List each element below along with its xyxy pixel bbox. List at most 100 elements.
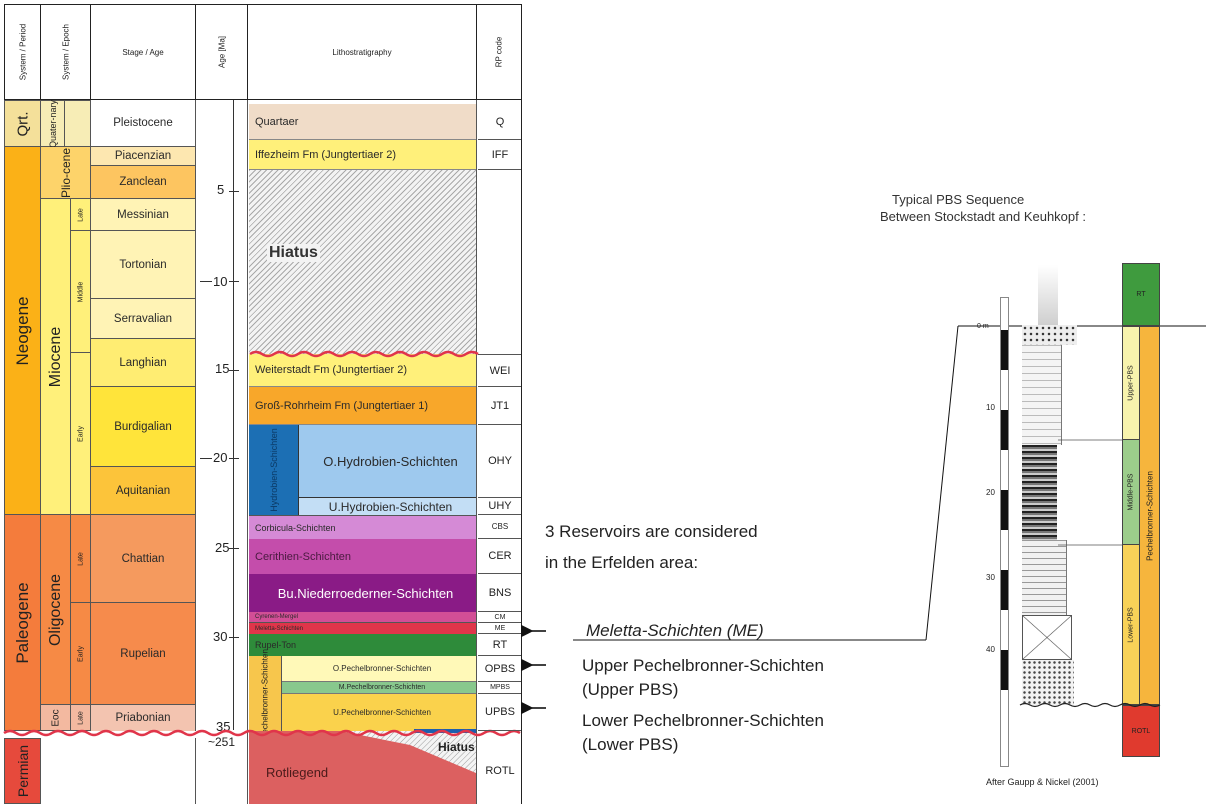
header-lithostratigraphy: Lithostratigraphy	[248, 4, 477, 100]
litho-quartaer-label: Quartaer	[255, 115, 299, 128]
litho-cerithien-label: Cerithien-Schichten	[255, 550, 351, 563]
log-title-line1: Typical PBS Sequence	[892, 192, 1025, 207]
stage-langhian: Langhian	[91, 339, 196, 387]
age-axis-line	[233, 100, 234, 730]
period-permian: Permian	[4, 738, 41, 804]
header-lithostratigraphy-label: Lithostratigraphy	[332, 47, 392, 57]
litho-hydrobien-group: Hydrobien-Schichten	[249, 425, 299, 515]
age-tick-5: 5	[217, 182, 225, 197]
code-mpbs: MPBS	[478, 682, 522, 694]
epoch-oligocene-label: Oligocene	[46, 573, 64, 646]
log-credit: After Gaupp & Nickel (2001)	[986, 777, 1099, 787]
header-system-period-label: System / Period	[18, 23, 27, 81]
log-col-lower-pbs-label: Lower-PBS	[1127, 606, 1135, 643]
code-wei-label: WEI	[489, 364, 511, 377]
log-col-pbs-label: Pechelbronner-Schichten	[1145, 470, 1154, 561]
header-age-label: Age [Ma]	[217, 35, 226, 69]
header-system-epoch-label: System / Epoch	[61, 23, 70, 81]
period-neogene: Neogene	[4, 147, 41, 515]
litho-quartaer: Quartaer	[249, 104, 476, 140]
period-qrt-label: Qrt.	[14, 111, 31, 136]
litho-bns-label: Bu.Niederroederner-Schichten	[277, 585, 454, 601]
miocene-early-label: Early	[77, 425, 84, 442]
litho-iffezheim-label: Iffezheim Fm (Jungtertiaer 2)	[255, 148, 397, 161]
miocene-late-label: Late	[77, 207, 84, 222]
stage-langhian-label: Langhian	[119, 356, 167, 369]
stage-piacenzian: Piacenzian	[91, 147, 196, 166]
header-age: Age [Ma]	[196, 4, 248, 100]
litho-upbs-label: U.Pechelbronner-Schichten	[333, 708, 431, 717]
litho-hydrobien-group-label: Hydrobien-Schichten	[268, 428, 279, 512]
code-me: ME	[478, 623, 522, 634]
epoch-eocene-label: Eoc	[50, 708, 61, 727]
litho-iffezheim: Iffezheim Fm (Jungtertiaer 2)	[249, 140, 476, 170]
code-jt1: JT1	[478, 387, 522, 425]
pbs-log-panel: Typical PBS Sequence Between Stockstadt …	[880, 185, 1200, 804]
log-col-pbs: Pechelbronner-Schichten	[1140, 326, 1160, 705]
reservoir-upper-pbs-line1: Upper Pechelbronner-Schichten	[582, 656, 824, 675]
log-depth-20: 20	[986, 488, 995, 497]
age-tick-mark-20b	[229, 458, 239, 459]
log-col-upper-pbs: Upper-PBS	[1122, 326, 1140, 440]
litho-cyrenen: Cyrenen-Mergel	[249, 612, 476, 623]
code-me-label: ME	[494, 624, 506, 632]
age-tick-25: 25	[215, 540, 230, 555]
log-bottom-box: ROTL	[1122, 705, 1160, 757]
reservoir-meletta: Meletta-Schichten (ME)	[586, 621, 764, 640]
log-cross-bedded	[1022, 615, 1072, 660]
stage-piacenzian-label: Piacenzian	[114, 150, 172, 162]
litho-hiatus: Hiatus	[249, 170, 476, 354]
litho-rupel-ton-label: Rupel-Ton	[255, 640, 297, 650]
stage-chattian-label: Chattian	[121, 552, 165, 565]
age-tick-mark-30	[229, 637, 239, 638]
period-neogene-label: Neogene	[12, 295, 32, 366]
log-col-upper-pbs-label: Upper-PBS	[1127, 365, 1135, 401]
code-q: Q	[478, 104, 522, 140]
period-paleogene-label: Paleogene	[12, 581, 32, 664]
age-tick-35: 35	[216, 719, 231, 734]
stage-pleistocene: Pleistocene	[91, 100, 196, 147]
code-rt: RT	[478, 634, 522, 656]
epoch-quaternary-label: Quater-nary	[47, 99, 58, 148]
header-stage-age: Stage / Age	[91, 4, 196, 100]
reservoir-lower-pbs-line2: (Lower PBS)	[582, 735, 679, 754]
litho-rotliegend-label: Rotliegend	[266, 765, 329, 780]
epoch-quaternary-right	[65, 100, 91, 147]
log-depth-10: 10	[986, 403, 995, 412]
code-ohy-label: OHY	[488, 455, 512, 467]
age-tick-10: 10	[213, 274, 228, 289]
code-uhy-label: UHY	[488, 500, 512, 512]
litho-opbs: O.Pechelbronner-Schichten	[282, 656, 476, 682]
code-upbs: UPBS	[478, 694, 522, 731]
litho-ohy-label: O.Hydrobien-Schichten	[323, 453, 458, 469]
stage-priabonian-label: Priabonian	[115, 712, 171, 724]
age-tick-15: 15	[215, 361, 230, 376]
code-bns-label: BNS	[488, 586, 512, 599]
log-top-gradient	[1038, 265, 1058, 325]
code-q-label: Q	[495, 115, 505, 128]
eocene-late-label: Late	[77, 710, 84, 725]
log-lower-sand	[1022, 540, 1067, 615]
log-col-middle-pbs: Middle-PBS	[1122, 440, 1140, 545]
reservoir-lower-pbs-line1: Lower Pechelbronner-Schichten	[582, 711, 824, 730]
period-permian-label: Permian	[14, 744, 31, 798]
stage-burdigalian: Burdigalian	[91, 387, 196, 467]
age-tick-mark-25	[229, 548, 239, 549]
code-mpbs-label: MPBS	[490, 684, 510, 691]
age-tick-mark-15	[229, 370, 239, 371]
stage-permian-blank	[91, 738, 196, 804]
stage-chattian: Chattian	[91, 515, 196, 603]
litho-column	[248, 100, 477, 804]
code-cer: CER	[478, 539, 522, 574]
age-tick-30: 30	[213, 629, 228, 644]
age-tick-mark-5	[229, 191, 239, 192]
code-bns: BNS	[478, 574, 522, 612]
age-tick-mark-20	[200, 458, 212, 459]
log-lithology-column	[1010, 265, 1088, 710]
stage-rupelian: Rupelian	[91, 603, 196, 705]
epoch-pliocene: Plio-cene	[41, 147, 91, 199]
epoch-pliocene-label: Plio-cene	[58, 147, 73, 198]
subepoch-miocene-early: Early	[71, 353, 91, 515]
code-jt1-label: JT1	[490, 399, 510, 412]
log-col-middle-pbs-label: Middle-PBS	[1127, 473, 1135, 511]
